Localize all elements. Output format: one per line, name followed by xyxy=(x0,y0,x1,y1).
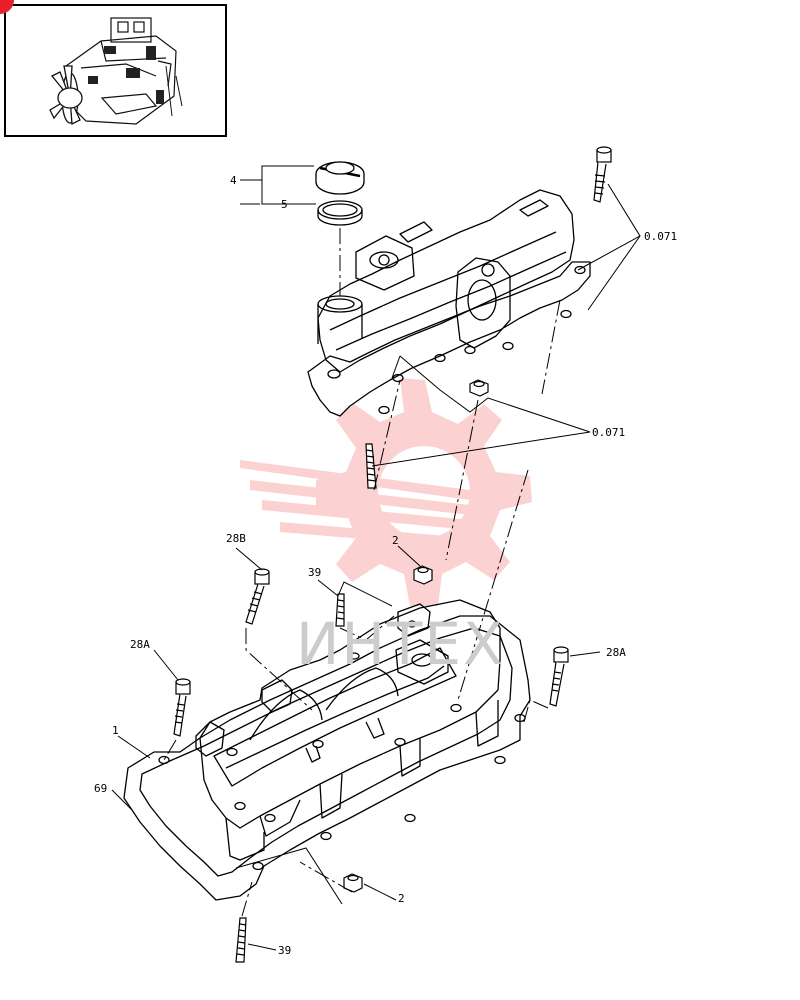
assembly-lines xyxy=(163,228,561,917)
callout-1[interactable]: 1 xyxy=(112,724,119,737)
bolt-upper-right[interactable] xyxy=(593,146,612,203)
callout-2-lower[interactable]: 2 xyxy=(398,892,405,905)
stud-39-lower[interactable] xyxy=(235,917,247,963)
callout-torque-top[interactable]: 0.071 xyxy=(644,230,677,243)
bolt-28b[interactable] xyxy=(245,568,270,625)
callout-28b[interactable]: 28B xyxy=(226,532,246,545)
engine-thumbnail[interactable] xyxy=(4,4,227,137)
stud-middle[interactable] xyxy=(365,443,377,489)
oil-filler-cap[interactable] xyxy=(315,161,365,195)
watermark-text: ИНТЕХ xyxy=(296,610,505,678)
nut-middle[interactable] xyxy=(469,379,489,397)
bolt-28a-left[interactable] xyxy=(173,678,191,737)
rocker-cover-upper[interactable] xyxy=(307,189,591,417)
callout-39-lower[interactable]: 39 xyxy=(278,944,291,957)
callout-39-upper[interactable]: 39 xyxy=(308,566,321,579)
callout-torque-mid[interactable]: 0.071 xyxy=(592,426,625,439)
watermark-logo xyxy=(240,378,532,606)
stud-39-upper[interactable] xyxy=(335,593,345,627)
intake-manifold-lower[interactable] xyxy=(123,599,531,901)
callout-28a-left[interactable]: 28A xyxy=(130,638,150,651)
bolt-28a-right[interactable] xyxy=(549,646,569,707)
callout-69[interactable]: 69 xyxy=(94,782,107,795)
nut-2-upper[interactable] xyxy=(413,565,433,585)
callout-28a-right[interactable]: 28A xyxy=(606,646,626,659)
leader-lines xyxy=(111,165,641,951)
callout-2-upper[interactable]: 2 xyxy=(392,534,399,547)
filler-cap-seal-ring[interactable] xyxy=(317,200,363,226)
nut-2-lower[interactable] xyxy=(343,873,363,893)
engine-icon xyxy=(49,17,183,126)
callout-4[interactable]: 4 xyxy=(230,174,237,187)
callout-5[interactable]: 5 xyxy=(281,198,288,211)
leader-line-group-bracket xyxy=(235,847,343,905)
